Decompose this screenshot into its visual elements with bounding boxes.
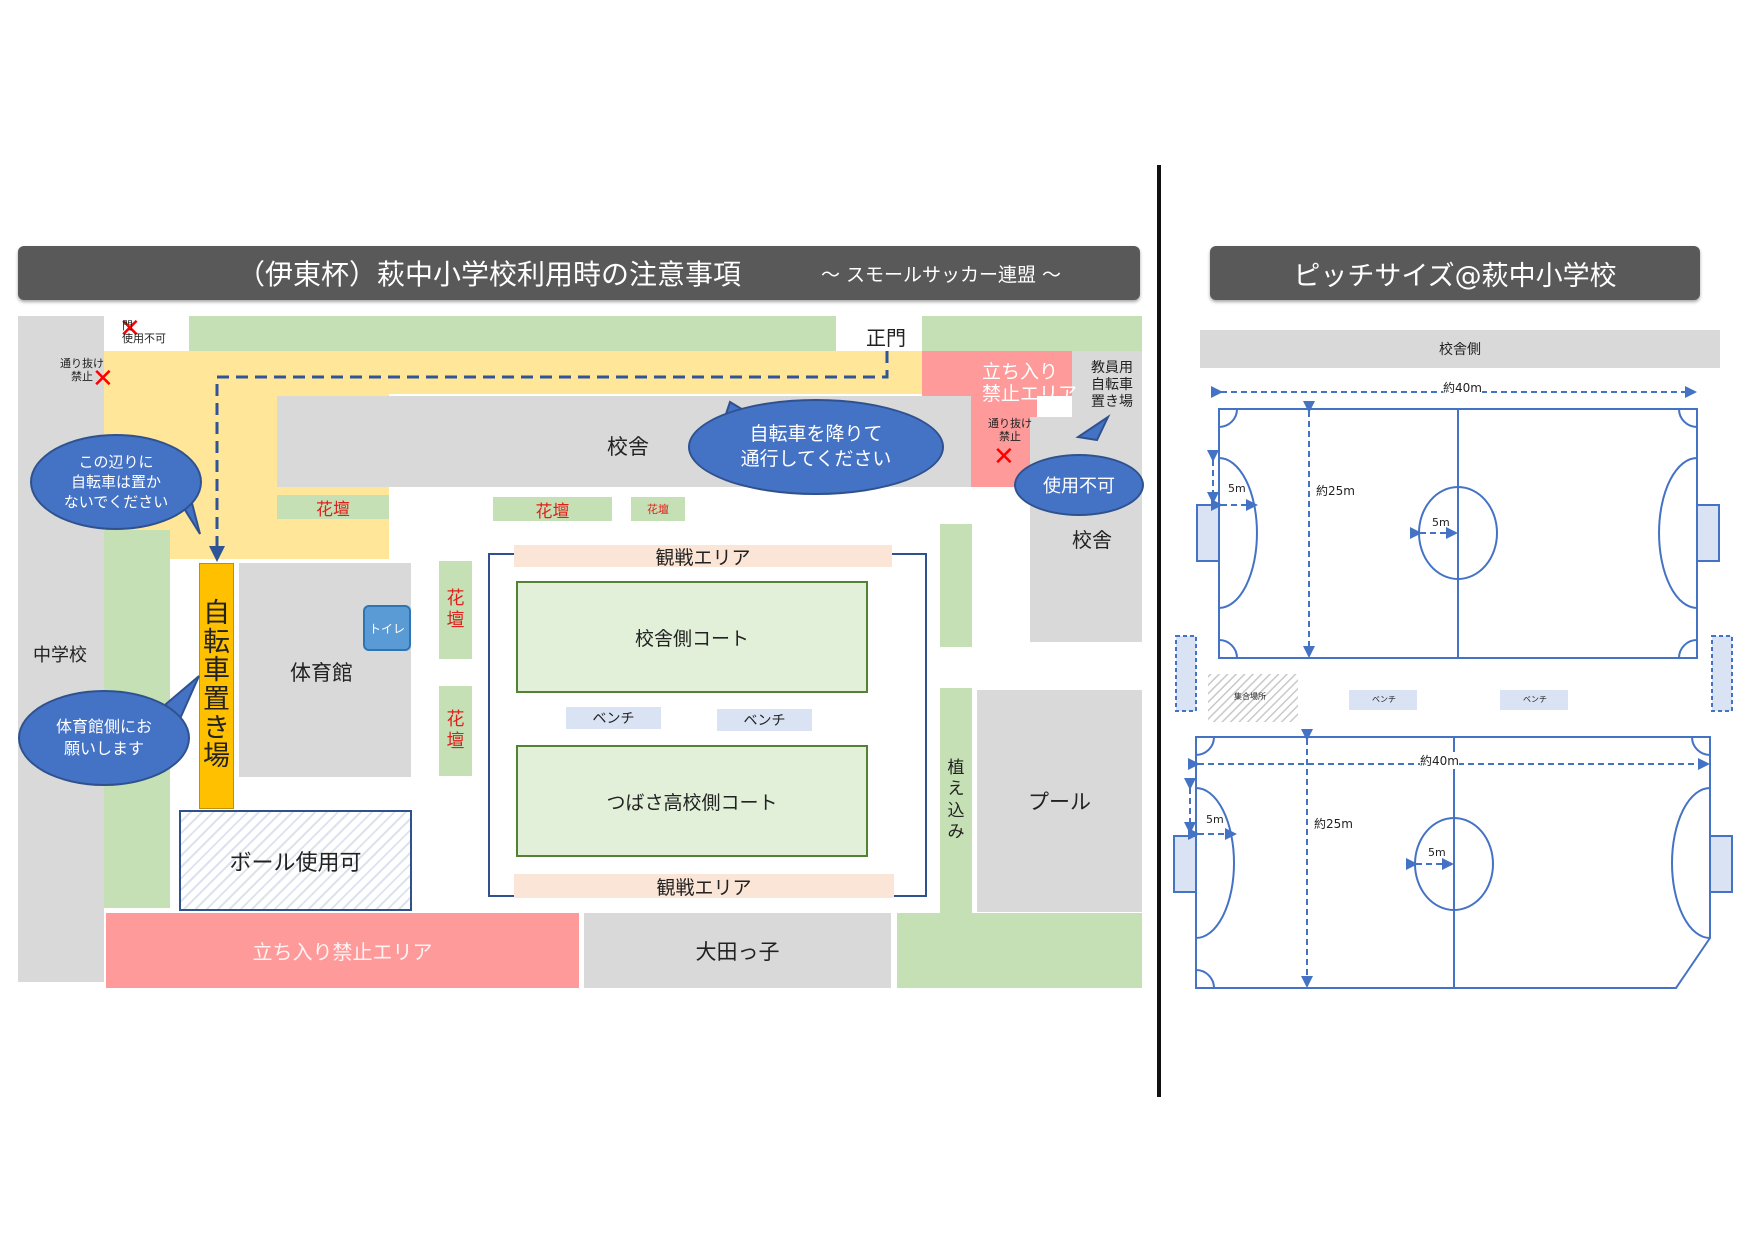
gym-side-bubble: 体育館側にお 願いします [18, 690, 190, 786]
panel-divider [1157, 165, 1161, 1097]
gathering-area: 集合場所 [1234, 692, 1266, 701]
x-mark-no-passage-2: ✕ [993, 442, 1015, 472]
right-green-strip-1 [940, 524, 972, 647]
pool: プール [977, 690, 1142, 912]
middle-school-label: 中学校 [33, 645, 87, 666]
gym [239, 563, 411, 777]
pitch-bottom [1173, 736, 1733, 989]
pitch-title: ピッチサイズ@萩中小学校 [1293, 260, 1617, 292]
planting-strip: 植 え 込 み [940, 688, 972, 913]
no-passage-label-2: 通り抜け 禁止 [988, 417, 1032, 443]
school-side-bar: 校舎側 [1200, 330, 1720, 368]
pitch-bottom-5m-b: 5m [1428, 846, 1446, 859]
teacher-bike-label: 教員用 自転車 置き場 [1091, 360, 1133, 410]
walk-bike-bubble: 自転車を降りて 通行してください [688, 399, 944, 495]
pitch-top-5m-a: 5m [1228, 482, 1246, 495]
pitch-top [1196, 408, 1720, 659]
bottom-right-green [897, 913, 1142, 988]
spectator-area-bottom: 観戦エリア [514, 874, 894, 899]
x-mark-gate: ✕ [119, 314, 141, 344]
gate-closed-label: 門 使用不可 [122, 319, 166, 345]
pitch-top-5m-b: 5m [1432, 516, 1450, 529]
pitch-bottom-5m-a: 5m [1206, 813, 1224, 826]
no-entry-top-label: 立ち入り 禁止エリア [982, 361, 1078, 405]
court-school-side: 校舎側コート [516, 581, 868, 693]
flowerbed-1: 花壇 [277, 495, 389, 520]
otakko-zone: 大田っ子 [584, 913, 891, 988]
pitch-top-height: 約25m [1316, 484, 1355, 498]
gym-label: 体育館 [290, 661, 353, 685]
pitch-title-banner: ピッチサイズ@萩中小学校 [1210, 246, 1700, 300]
bench-1: ベンチ [566, 707, 661, 729]
middle-school-zone [18, 316, 104, 982]
bike-parking: 自 転 車 置 き 場 [199, 563, 234, 809]
main-gate-label: 正門 [866, 326, 906, 350]
flowerbed-4: 花 壇 [439, 561, 472, 659]
bench-2: ベンチ [717, 709, 812, 731]
no-passage-label-1: 通り抜け 禁止 [60, 357, 104, 383]
flowerbed-5: 花 壇 [439, 686, 472, 776]
school-building-right-label: 校舎 [1072, 528, 1112, 552]
no-entry-top-zone [922, 351, 1072, 396]
school-building-label: 校舎 [607, 435, 649, 459]
no-bike-here-bubble: この辺りに 自転車は置か ないでください [30, 434, 202, 530]
no-entry-bottom-zone: 立ち入り禁止エリア [106, 913, 579, 988]
toilet-icon: トイレ [363, 605, 411, 651]
map-title: （伊東杯）萩中小学校利用時の注意事項 [236, 258, 741, 291]
pitch-bench-1: ベンチ [1372, 695, 1396, 704]
x-mark-no-passage-1: ✕ [92, 364, 114, 394]
map-title-banner: （伊東杯）萩中小学校利用時の注意事項 ～ スモールサッカー連盟 ～ [18, 246, 1140, 300]
pitch-bottom-height: 約25m [1314, 817, 1353, 831]
flowerbed-2: 花壇 [493, 497, 612, 522]
top-right-green [922, 316, 1142, 351]
court-tsubasa-side: つばさ高校側コート [516, 745, 868, 857]
ball-allowed-zone: ボール使用可 [179, 810, 412, 911]
pitch-bench-2: ベンチ [1523, 695, 1547, 704]
walkway-top [104, 351, 922, 394]
unusable-bubble: 使用不可 [1014, 454, 1144, 516]
spectator-area-top: 観戦エリア [514, 545, 892, 569]
pitch-bottom-width: 約40m [1420, 752, 1459, 769]
top-green-strip [189, 316, 836, 351]
flowerbed-3: 花壇 [631, 497, 685, 521]
teacher-bike-zone [1072, 351, 1142, 417]
map-subtitle: ～ スモールサッカー連盟 ～ [820, 263, 1062, 286]
pitch-top-width: 約40m [1443, 379, 1482, 396]
